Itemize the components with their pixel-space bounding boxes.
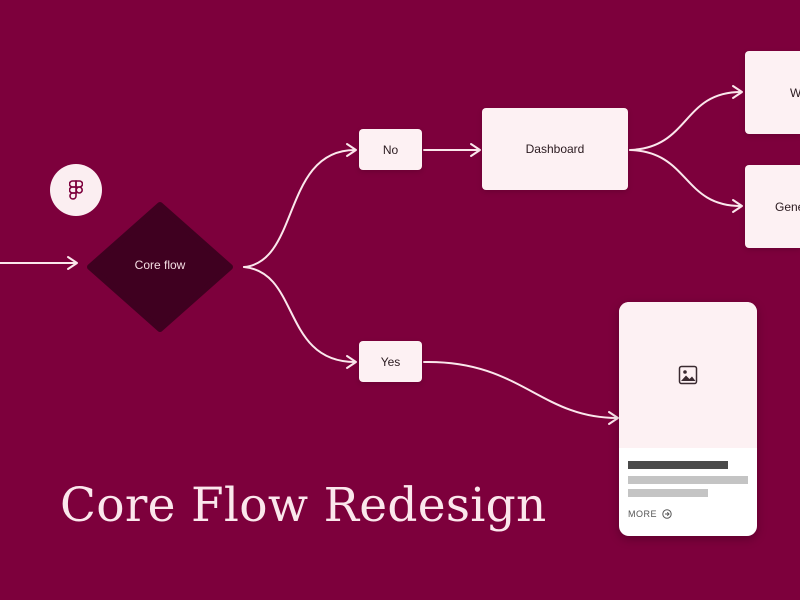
node-partial-bottom[interactable]: Gene — [745, 165, 800, 248]
connector-yes-to-card — [423, 360, 618, 419]
node-no[interactable]: No — [359, 129, 422, 170]
arrowhead-yes — [346, 355, 357, 369]
arrowhead-no — [346, 143, 357, 157]
node-yes-label: Yes — [380, 354, 401, 369]
card-media — [619, 302, 757, 448]
connector-dashboard-to-top — [629, 91, 742, 151]
card-more-link[interactable]: MORE — [628, 509, 672, 519]
card-text-placeholder-2 — [628, 489, 708, 497]
image-placeholder-icon — [678, 365, 698, 385]
connector-dashboard-to-bottom — [629, 149, 742, 207]
entry-arrowhead — [67, 256, 78, 270]
node-partial-top-label: W — [790, 85, 800, 100]
arrowhead-bottom — [732, 199, 743, 213]
node-no-label: No — [382, 142, 399, 157]
arrowhead-top — [732, 85, 743, 99]
connector-core-to-no — [243, 149, 356, 268]
node-partial-top[interactable]: W — [745, 51, 800, 134]
card-title-placeholder — [628, 461, 728, 469]
arrowhead-dashboard — [470, 143, 481, 157]
node-dashboard[interactable]: Dashboard — [482, 108, 628, 190]
figma-badge — [50, 164, 102, 216]
decision-diamond[interactable] — [86, 201, 234, 333]
card-text-placeholder-1 — [628, 476, 748, 484]
node-partial-bottom-label: Gene — [775, 199, 800, 214]
card-more-label: MORE — [628, 509, 657, 519]
node-yes[interactable]: Yes — [359, 341, 422, 382]
page-title: Core Flow Redesign — [60, 478, 547, 533]
content-card[interactable]: MORE — [619, 302, 757, 536]
decision-label: Core flow — [134, 258, 186, 272]
arrowhead-card — [608, 411, 619, 425]
node-dashboard-label: Dashboard — [525, 142, 585, 156]
decision-shape — [87, 202, 233, 332]
figma-icon — [69, 180, 83, 200]
connector-core-to-yes — [243, 266, 356, 363]
arrow-circle-right-icon — [662, 509, 672, 519]
